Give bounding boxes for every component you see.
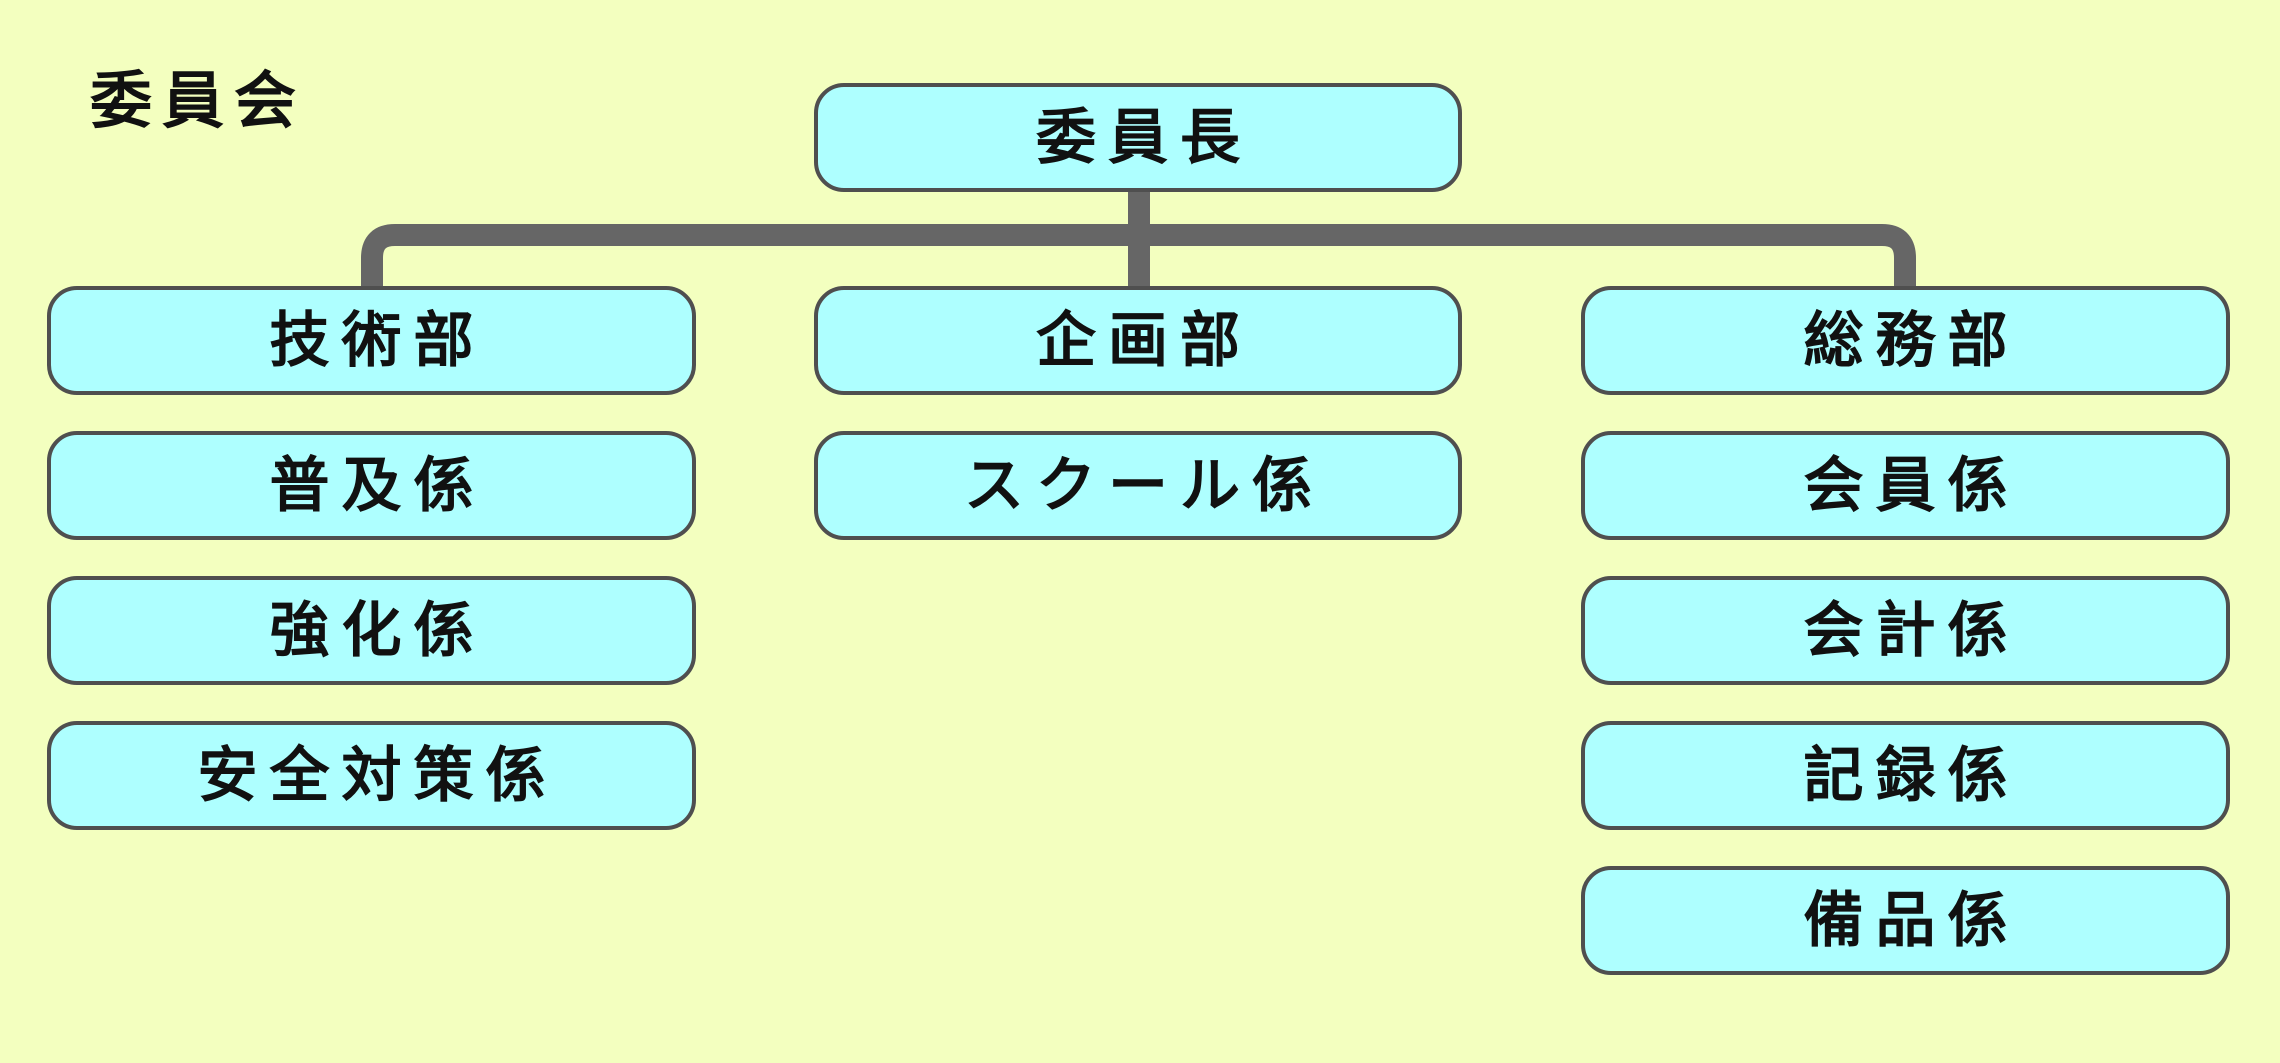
node-dept-technical[interactable]: 技術部 [47,286,696,395]
node-section-equipment[interactable]: 備品係 [1581,866,2230,975]
node-section-promotion[interactable]: 普及係 [47,431,696,540]
connector-branch-bar [361,224,1916,286]
node-section-safety[interactable]: 安全対策係 [47,721,696,830]
node-section-training[interactable]: 強化係 [47,576,696,685]
node-section-accounting[interactable]: 会計係 [1581,576,2230,685]
node-section-membership[interactable]: 会員係 [1581,431,2230,540]
node-committee-chair[interactable]: 委員長 [814,83,1462,192]
node-dept-planning[interactable]: 企画部 [814,286,1462,395]
node-section-records[interactable]: 記録係 [1581,721,2230,830]
node-section-school[interactable]: スクール係 [814,431,1462,540]
node-dept-general-affairs[interactable]: 総務部 [1581,286,2230,395]
page-title: 委員会 [90,64,307,137]
